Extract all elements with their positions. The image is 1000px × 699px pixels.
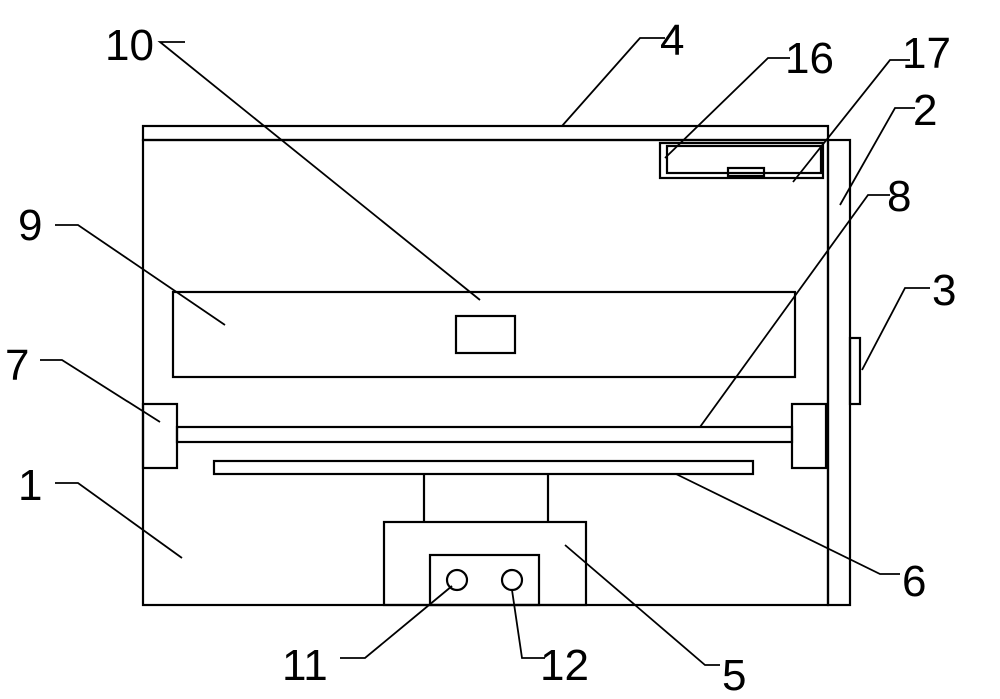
side-door <box>826 138 852 607</box>
label-11: 11 <box>282 641 328 690</box>
leader-11 <box>340 585 453 659</box>
leader-9 <box>55 224 226 326</box>
label-16: 16 <box>785 34 834 83</box>
label-12: 12 <box>540 641 589 690</box>
leader-12 <box>511 589 545 659</box>
leader-7 <box>40 359 161 423</box>
knob-12 <box>500 568 524 592</box>
sensor-block <box>454 314 517 355</box>
leader-6 <box>675 473 900 575</box>
slide-block-right <box>790 402 828 470</box>
leader-8 <box>699 194 890 428</box>
label-2: 2 <box>913 86 937 135</box>
guide-rod <box>175 425 794 444</box>
label-8: 8 <box>887 172 911 221</box>
display-slot <box>726 166 766 178</box>
label-1: 1 <box>18 461 42 510</box>
label-6: 6 <box>902 557 926 606</box>
door-handle <box>848 336 862 406</box>
label-10: 10 <box>105 21 154 70</box>
leader-4 <box>561 37 665 127</box>
leader-3 <box>861 287 930 371</box>
upper-plate <box>171 290 797 379</box>
label-4: 4 <box>660 16 684 65</box>
label-7: 7 <box>5 341 29 390</box>
leader-1 <box>55 482 183 559</box>
leader-16 <box>664 57 790 159</box>
label-9: 9 <box>18 201 42 250</box>
housing-body <box>141 138 830 607</box>
knob-11 <box>445 568 469 592</box>
top-cover <box>141 124 830 142</box>
control-box-outer <box>658 141 825 180</box>
control-box-inner <box>665 144 823 175</box>
label-3: 3 <box>932 266 956 315</box>
label-5: 5 <box>722 651 746 699</box>
leader-17 <box>792 59 910 183</box>
tray-plate <box>212 459 755 476</box>
base-unit <box>382 520 588 607</box>
label-17: 17 <box>902 29 951 78</box>
leader-2 <box>839 107 915 206</box>
leader-5 <box>564 544 720 666</box>
leader-10 <box>157 41 481 301</box>
knob-panel <box>428 553 541 607</box>
